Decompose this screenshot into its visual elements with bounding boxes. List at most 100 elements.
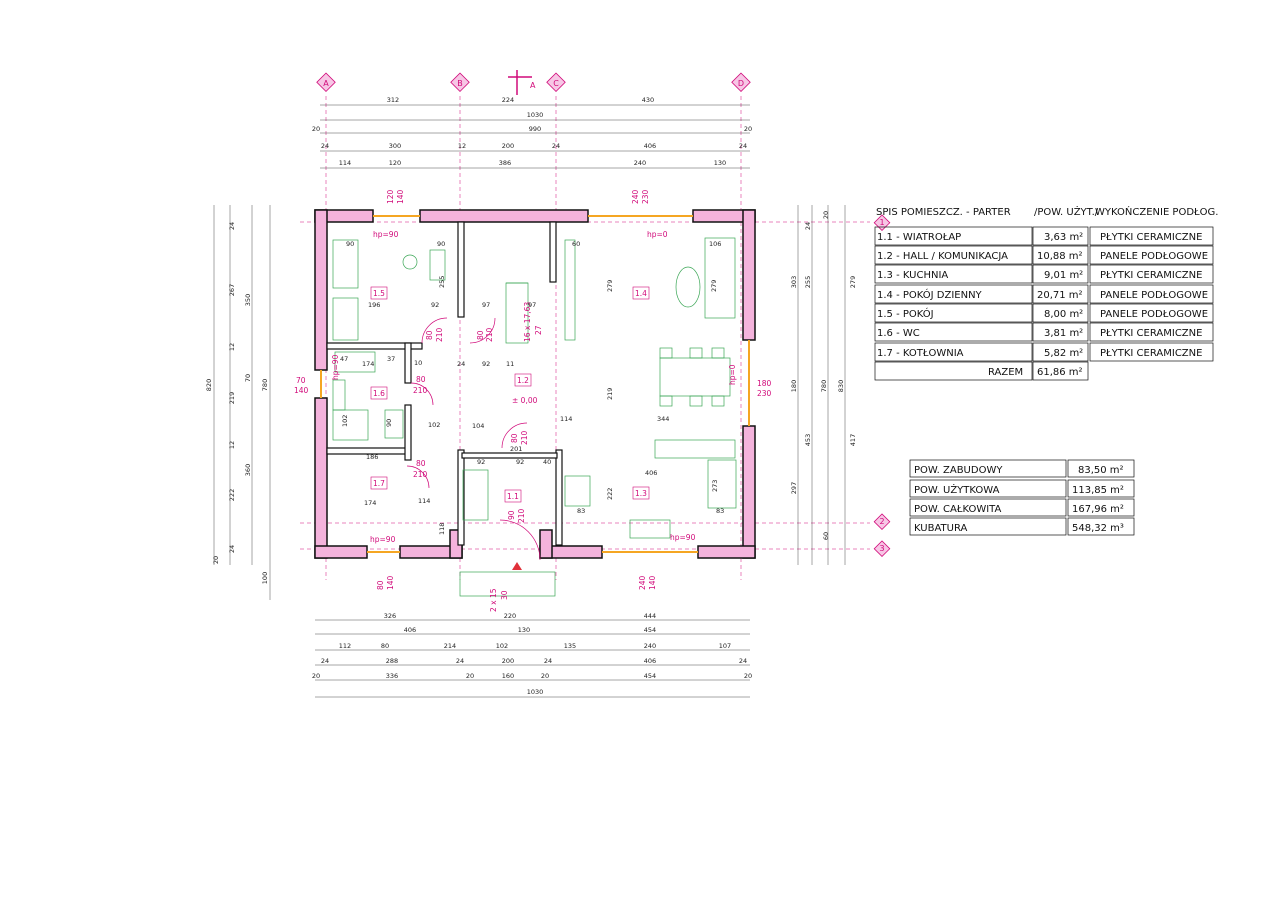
svg-text:97: 97 — [482, 301, 490, 309]
svg-text:hp=0: hp=0 — [647, 230, 668, 239]
svg-text:24: 24 — [456, 657, 464, 665]
svg-text:219: 219 — [228, 392, 236, 404]
svg-text:1.7: 1.7 — [373, 479, 385, 488]
svg-text:PŁYTKI CERAMICZNE: PŁYTKI CERAMICZNE — [1100, 232, 1202, 243]
svg-text:RAZEM: RAZEM — [988, 367, 1023, 378]
dimension-lines-right — [797, 205, 846, 565]
svg-text:11: 11 — [506, 360, 514, 368]
svg-text:210: 210 — [517, 508, 526, 523]
svg-text:102: 102 — [428, 421, 440, 429]
axis-marker-b: B — [450, 72, 470, 93]
svg-text:92: 92 — [431, 301, 439, 309]
svg-text:1.2: 1.2 — [517, 376, 529, 385]
svg-text:30: 30 — [500, 590, 509, 600]
svg-text:24: 24 — [321, 657, 329, 665]
svg-text:406: 406 — [645, 469, 657, 477]
entrance-arrow-icon — [512, 562, 522, 570]
svg-text:386: 386 — [499, 159, 511, 167]
svg-text:20: 20 — [744, 125, 752, 133]
svg-text:80: 80 — [381, 642, 389, 650]
svg-text:PANELE PODŁOGOWE: PANELE PODŁOGOWE — [1100, 290, 1208, 301]
svg-text:214: 214 — [444, 642, 456, 650]
svg-text:hp=90: hp=90 — [331, 354, 340, 380]
svg-text:1: 1 — [879, 218, 884, 227]
interior-walls — [326, 221, 563, 546]
svg-text:1.4 - POKÓJ DZIENNY: 1.4 - POKÓJ DZIENNY — [877, 288, 983, 301]
svg-text:20: 20 — [466, 672, 474, 680]
svg-text:24: 24 — [739, 657, 747, 665]
schedule-header-area: /POW. UŻYT./ — [1034, 205, 1099, 218]
svg-text:1.3 - KUCHNIA: 1.3 - KUCHNIA — [877, 270, 948, 281]
svg-text:174: 174 — [364, 499, 376, 507]
room-label-1-2: 1.2 — [514, 373, 532, 387]
svg-text:300: 300 — [389, 142, 401, 150]
svg-text:120: 120 — [386, 189, 395, 204]
svg-text:114: 114 — [560, 415, 572, 423]
section-mark-label: A — [530, 81, 536, 90]
svg-text:106: 106 — [709, 240, 721, 248]
svg-text:9,01 m²: 9,01 m² — [1044, 270, 1083, 281]
axis-marker-3: 3 — [873, 540, 891, 558]
svg-text:92: 92 — [516, 458, 524, 466]
svg-text:92: 92 — [477, 458, 485, 466]
svg-text:224: 224 — [502, 96, 514, 104]
svg-text:60: 60 — [822, 532, 830, 540]
svg-text:360: 360 — [244, 464, 252, 476]
svg-text:PŁYTKI CERAMICZNE: PŁYTKI CERAMICZNE — [1100, 270, 1202, 281]
svg-text:107: 107 — [719, 642, 731, 650]
furniture — [332, 237, 737, 597]
svg-text:24: 24 — [321, 142, 329, 150]
svg-text:1.1 - WIATROŁAP: 1.1 - WIATROŁAP — [877, 232, 961, 243]
svg-text:160: 160 — [502, 672, 514, 680]
svg-text:312: 312 — [387, 96, 399, 104]
room-label-1-3: 1.3 — [632, 486, 650, 500]
svg-text:130: 130 — [714, 159, 726, 167]
svg-text:279: 279 — [849, 276, 857, 288]
svg-text:24: 24 — [228, 545, 236, 553]
svg-text:8,00 m²: 8,00 m² — [1044, 309, 1083, 320]
section-mark — [508, 70, 532, 95]
svg-text:174: 174 — [362, 360, 374, 368]
svg-text:3,81 m²: 3,81 m² — [1044, 328, 1083, 339]
window-labels: 120 140 240 230 70 140 180 230 80 140 24… — [294, 189, 772, 590]
svg-text:140: 140 — [648, 575, 657, 590]
svg-text:230: 230 — [641, 189, 650, 204]
svg-text:114: 114 — [418, 497, 430, 505]
schedule-row-4: 1.4 - POKÓJ DZIENNY 20,71 m² PANELE PODŁOG… — [877, 288, 1208, 301]
svg-text:100: 100 — [261, 572, 269, 584]
svg-text:220: 220 — [504, 612, 516, 620]
svg-text:POW. CAŁKOWITA: POW. CAŁKOWITA — [914, 504, 1001, 515]
svg-text:70: 70 — [296, 376, 306, 385]
svg-text:240: 240 — [631, 189, 640, 204]
svg-text:POW. UŻYTKOWA: POW. UŻYTKOWA — [914, 483, 1000, 496]
room-schedule: SPIS POMIESZCZ. - PARTER /POW. UŻYT./ WY… — [874, 205, 1218, 381]
windows — [320, 215, 750, 553]
svg-text:120: 120 — [389, 159, 401, 167]
svg-text:20,71 m²: 20,71 m² — [1037, 290, 1083, 301]
dimension-lines-left — [213, 205, 271, 600]
svg-text:430: 430 — [642, 96, 654, 104]
svg-text:47: 47 — [340, 355, 348, 363]
svg-text:2 x 15: 2 x 15 — [489, 588, 498, 612]
svg-text:210: 210 — [413, 470, 428, 479]
room-label-1-1: 1.1 — [504, 489, 522, 503]
svg-text:1.5 - POKÓJ: 1.5 - POKÓJ — [877, 307, 934, 320]
svg-text:180: 180 — [790, 380, 798, 392]
svg-text:90: 90 — [346, 240, 354, 248]
inner-dimensions: 90 90 60 106 196 92 97 97 255 279 279 47… — [340, 240, 724, 535]
axis-marker-2: 2 — [873, 513, 891, 531]
svg-text:114: 114 — [339, 159, 351, 167]
schedule-header-title: SPIS POMIESZCZ. - PARTER — [876, 207, 1011, 218]
svg-text:90: 90 — [507, 510, 516, 520]
svg-text:1.3: 1.3 — [635, 489, 647, 498]
svg-text:222: 222 — [606, 488, 614, 500]
svg-text:1.7 - KOTŁOWNIA: 1.7 - KOTŁOWNIA — [877, 348, 964, 359]
svg-text:97: 97 — [528, 301, 536, 309]
svg-text:60: 60 — [572, 240, 580, 248]
svg-text:200: 200 — [502, 142, 514, 150]
svg-text:230: 230 — [757, 389, 772, 398]
svg-text:444: 444 — [644, 612, 656, 620]
